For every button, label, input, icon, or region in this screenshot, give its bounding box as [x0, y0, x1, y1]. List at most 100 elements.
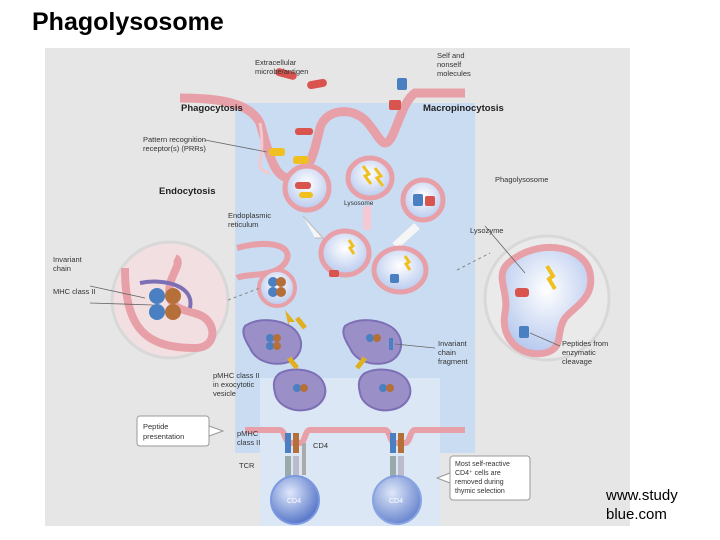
mhc-loading-compartment-1 — [242, 319, 303, 365]
label-ic-fragment-1: Invariant — [438, 339, 468, 348]
mhc-bead-13 — [379, 384, 387, 392]
mhc-bead-14 — [386, 384, 394, 392]
tcr-left-alpha — [285, 456, 291, 478]
tcell-right — [372, 475, 422, 525]
lysosome-enzyme-icon-2 — [373, 167, 385, 187]
source-credit: www.study blue.com — [606, 486, 716, 524]
label-cd4-cell-left: CD4 — [287, 498, 301, 505]
mhc-loading-compartment-2 — [342, 319, 403, 365]
phagosome-microbe — [295, 182, 311, 189]
invariant-fragment — [389, 338, 393, 350]
pmhc-right-alpha — [390, 433, 396, 453]
tcr-right-alpha — [390, 456, 396, 478]
zoom-er-membrane — [121, 254, 217, 353]
er-vesicle — [257, 268, 297, 308]
peptide-presentation-box — [136, 415, 210, 447]
yellow-arrow-1 — [285, 310, 295, 328]
label-self-2: nonself — [437, 60, 462, 69]
mhc-bead-3 — [268, 287, 278, 297]
zoom-peptide-red — [515, 288, 529, 297]
mhc-bead-9 — [366, 334, 374, 342]
label-invariant-2: chain — [53, 264, 71, 273]
lysosome-enzyme-icon — [361, 165, 373, 185]
label-self-1: Self and — [437, 51, 465, 60]
phagolysosome-2-peptide — [390, 274, 399, 283]
label-pmhc-vesicle-3: vesicle — [213, 389, 236, 398]
label-peptide-pres-2: presentation — [143, 432, 184, 441]
diagram-canvas: Extracellular microbe/antigen Self and n… — [53, 51, 611, 526]
endoplasmic-reticulum — [235, 241, 291, 281]
peptide-presentation-pointer — [208, 425, 225, 437]
label-er-2: reticulum — [228, 220, 258, 229]
phagolysosome-peptide — [329, 270, 339, 277]
lysosome — [345, 155, 395, 201]
phagolysosome-lysozyme-icon — [347, 239, 356, 255]
label-selection-4: thymic selection — [455, 488, 505, 495]
cd4-coreceptor — [302, 443, 306, 475]
leader-invariant — [89, 285, 146, 299]
label-phagocytosis: Phagocytosis — [181, 103, 243, 114]
thymic-selection-pointer — [435, 472, 451, 484]
source-credit-line-2: blue.com — [606, 506, 667, 523]
slide-title: Phagolysosome — [32, 8, 224, 36]
plasma-membrane — [179, 88, 465, 183]
mhc-bead-6 — [273, 334, 281, 342]
leader-ic-fragment — [394, 343, 436, 349]
mhc-bead-8 — [273, 342, 281, 350]
zoom-mhc-2 — [165, 288, 181, 304]
connector-1 — [456, 252, 491, 271]
leader-mhc — [89, 302, 154, 306]
label-prr-1: Pattern recognition — [143, 135, 206, 144]
label-tcr: TCR — [239, 461, 255, 470]
microbe-1 — [275, 68, 297, 80]
phagolysosome-2 — [371, 245, 429, 295]
pmhc-left-beta — [293, 433, 299, 453]
yellow-arrow-2 — [295, 316, 307, 330]
pmhc-right-beta — [398, 433, 404, 453]
membrane-highlight — [258, 122, 271, 175]
label-endocytosis: Endocytosis — [159, 186, 216, 197]
leader-lysozyme — [484, 225, 526, 274]
macropinosome-molecule-2 — [425, 196, 435, 206]
label-peptides-3: cleavage — [562, 357, 592, 366]
label-ic-fragment-3: fragment — [438, 357, 469, 366]
mhc-bead-5 — [266, 334, 274, 342]
label-peptides-2: enzymatic — [562, 348, 596, 357]
macropinosome-molecule — [413, 194, 423, 206]
label-lysosome: Lysosome — [344, 200, 374, 207]
label-prr-2: receptor(s) (PRRs) — [143, 144, 206, 153]
tcr-right-beta — [398, 456, 404, 478]
label-selection-3: removed during — [455, 479, 504, 486]
arrow-3 — [392, 223, 420, 249]
label-selection-2: CD4⁺ cells are — [455, 470, 501, 477]
prr-1 — [269, 148, 285, 156]
self-molecule-1 — [397, 78, 407, 90]
microbe-2 — [307, 78, 327, 90]
zoom-mhc-1 — [149, 288, 165, 304]
microbe-3 — [295, 128, 313, 135]
label-extracellular-2: microbe/antigen — [255, 67, 308, 76]
zoom-mhc-4 — [165, 304, 181, 320]
mhc-bead-1 — [268, 277, 278, 287]
label-peptide-pres-1: Peptide — [143, 422, 168, 431]
label-ic-fragment-2: chain — [438, 348, 456, 357]
zoom-lysozyme-icon — [545, 264, 557, 291]
arrow-1 — [302, 215, 325, 239]
label-extracellular-1: Extracellular — [255, 58, 297, 67]
antigen-processing-diagram: Extracellular microbe/antigen Self and n… — [45, 48, 630, 526]
self-molecule-2 — [389, 100, 401, 110]
mhc-bead-12 — [300, 384, 308, 392]
label-invariant-1: Invariant — [53, 255, 83, 264]
tcr-left-beta — [293, 456, 299, 478]
leader-prr — [204, 139, 268, 153]
zoom-mhc-3 — [149, 304, 165, 320]
label-cd4-cell-right: CD4 — [389, 498, 403, 505]
yellow-arrow-4 — [355, 356, 367, 370]
mhc-bead-7 — [266, 342, 274, 350]
label-self-3: molecules — [437, 69, 471, 78]
mhc-bead-11 — [293, 384, 301, 392]
mhc-bead-4 — [276, 287, 286, 297]
label-peptides-1: Peptides from — [562, 339, 608, 348]
label-pmhc-vesicle-1: pMHC class II — [213, 371, 260, 380]
prr-2 — [293, 156, 309, 164]
